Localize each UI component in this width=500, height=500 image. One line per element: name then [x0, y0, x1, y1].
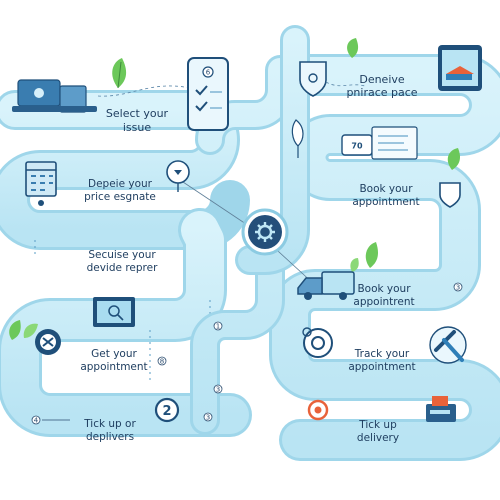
step-price-line1: Depeie your	[88, 178, 153, 190]
svg-text:3: 3	[216, 386, 220, 394]
leaf-icon	[112, 58, 127, 89]
step-track-line2: appointment	[348, 361, 415, 373]
step-book1-line2: appointment	[352, 196, 419, 208]
calendar-building-icon	[25, 161, 57, 206]
marker-1: 1	[213, 321, 223, 331]
step-book1-line1: Book your	[359, 183, 413, 195]
step-select-line1: Select your	[106, 107, 169, 120]
gear-cluster-icon	[302, 327, 333, 358]
router-device-icon	[12, 79, 97, 113]
svg-text:8: 8	[160, 358, 164, 366]
svg-text:2: 2	[162, 404, 171, 419]
tools-icon	[429, 326, 467, 364]
delivery-truck-icon	[297, 271, 355, 300]
marker-4: 4	[31, 415, 41, 425]
center-connector	[179, 25, 316, 435]
step-book2-line2: appointrent	[353, 296, 414, 308]
tablet-truck-icon	[438, 45, 482, 91]
step-track-line1: Track your	[354, 348, 410, 360]
marker-3: 3	[203, 412, 213, 422]
shield-settings-icon	[299, 61, 327, 97]
pin-tool-icon	[291, 119, 304, 158]
step-tick-line1: Tick up or	[83, 418, 136, 430]
svg-text:4: 4	[34, 417, 39, 425]
leaf-icon	[9, 320, 38, 340]
svg-text:1: 1	[216, 323, 220, 331]
step-get-line2: appointment	[80, 361, 147, 373]
leaf-icon	[347, 38, 359, 58]
phone-checklist-icon: 6	[187, 57, 229, 131]
ticket-card[interactable]: 70	[341, 126, 418, 160]
step-deneive-line1: Deneive	[359, 73, 405, 86]
center-hub[interactable]	[241, 208, 289, 256]
orange-alert-icon	[307, 399, 329, 421]
leaf-icon	[350, 242, 378, 272]
step-select-line2: issue	[123, 121, 151, 134]
wrench-wheel-icon	[35, 329, 61, 355]
step-get-line1: Get your	[91, 348, 137, 360]
step-number-badge: 2	[154, 397, 180, 423]
step-book2-marker: 3	[453, 282, 463, 292]
gear-icon	[255, 222, 275, 242]
step-book2-line1: Book your	[357, 283, 411, 295]
step-secuise-line2: devide reprer	[87, 262, 158, 274]
svg-text:3: 3	[456, 284, 460, 292]
marker-2: 3	[213, 384, 223, 394]
step-secuise-line1: Secuise your	[88, 249, 156, 261]
right-track	[269, 54, 500, 461]
step-tickup-line1: Tick up	[358, 419, 397, 431]
svg-text:3: 3	[206, 414, 210, 422]
shield-icon	[439, 182, 461, 208]
printer-device-icon	[426, 396, 456, 422]
step-tickup-line2: delivery	[357, 432, 399, 444]
step-get-marker: 8	[157, 356, 167, 366]
step-price-line2: price esgnate	[84, 191, 156, 203]
laptop-map-icon	[93, 297, 135, 327]
step-deneive-line2: pnirace pace	[346, 86, 417, 99]
leaf-icon	[447, 148, 460, 170]
svg-text:70: 70	[351, 142, 363, 151]
step-tick-line2: deplivers	[86, 431, 134, 443]
phone-badge: 6	[206, 69, 211, 77]
location-pin-icon[interactable]	[166, 160, 190, 192]
